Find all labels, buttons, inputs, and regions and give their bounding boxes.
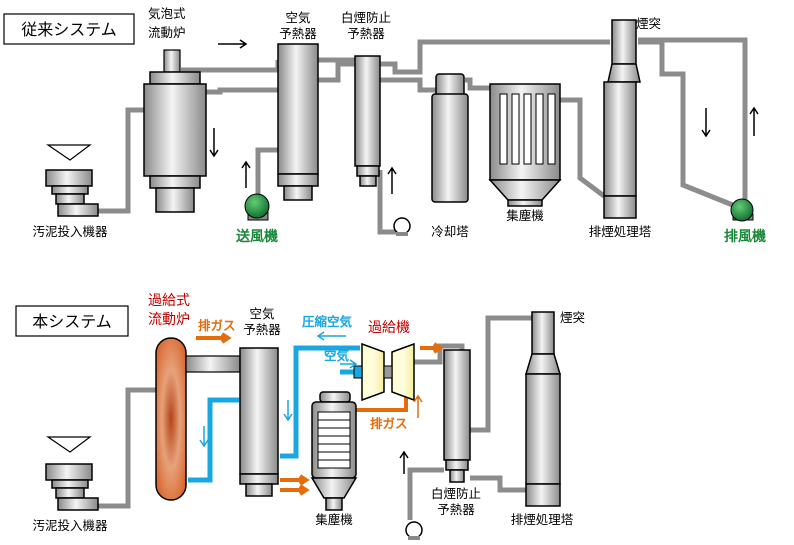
conv-cooling-label: 冷却塔 [431, 224, 469, 239]
conv-plume-preheater [354, 55, 381, 187]
conv-airph-label-1: 空気 [285, 10, 310, 25]
new-scrubber [524, 311, 562, 507]
new-air-preheater [239, 347, 279, 497]
conventional-title-box [3, 13, 135, 45]
new-furnace-label-1: 過給式 [148, 293, 190, 309]
new-dust-label: 集塵機 [315, 512, 353, 527]
new-turbocharger-label: 過給機 [368, 320, 410, 336]
new-furnace [155, 337, 241, 501]
conv-sludge-feeder [45, 144, 99, 217]
conv-furnace-label-2: 流動炉 [148, 25, 186, 40]
conv-exhaust-fan [730, 198, 754, 222]
new-sludge-feeder [45, 436, 99, 511]
new-airph-label-2: 予熱器 [243, 322, 281, 337]
new-exhaust-gas-label-2: 排ガス [370, 416, 408, 431]
conv-flow-arrows [209, 39, 759, 194]
conv-chimney-label: 煙突 [636, 16, 661, 31]
conv-plumeph-label-2: 予熱器 [347, 26, 385, 41]
new-plumeph-label-1: 白煙防止 [431, 486, 481, 501]
new-feeder-label: 汚泥投入機器 [32, 518, 108, 533]
new-airph-label-1: 空気 [249, 306, 274, 321]
new-small-fan [405, 521, 423, 540]
conv-blower-label: 送風機 [235, 228, 278, 245]
new-air-label: 空気 [324, 348, 350, 363]
conv-furnace [143, 49, 207, 213]
conv-small-fan [393, 217, 411, 236]
new-furnace-label-2: 流動炉 [148, 312, 190, 328]
conv-feeder-label: 汚泥投入機器 [32, 224, 108, 239]
new-flow-arrows [199, 331, 423, 474]
new-plumeph-label-2: 予熱器 [437, 502, 475, 517]
new-exhaust-gas-label-1: 排ガス [198, 318, 236, 333]
conventional-title: 従来システム [21, 20, 117, 39]
new-system: 本システム [15, 293, 585, 540]
conv-exhaust-fan-label: 排風機 [724, 228, 766, 245]
conv-scrubber-label: 排煙処理塔 [589, 224, 652, 239]
new-turbocharger [353, 342, 415, 402]
conv-airph-label-2: 予熱器 [279, 26, 317, 41]
conv-furnace-label-1: 気泡式 [148, 6, 186, 21]
conv-scrubber [603, 19, 641, 219]
new-dust-collector [310, 391, 358, 511]
conv-dust-label: 集塵機 [506, 208, 544, 223]
conv-plumeph-label-1: 白煙防止 [341, 10, 391, 25]
new-scrubber-label: 排煙処理塔 [511, 512, 574, 527]
new-compressed-air-label: 圧縮空気 [302, 314, 353, 329]
conv-blower [244, 193, 270, 221]
conventional-system: 従来システム [3, 6, 766, 245]
new-chimney-label: 煙突 [560, 310, 585, 325]
conv-cooling-tower [431, 73, 469, 203]
conv-dust-collector [488, 83, 562, 207]
conv-air-preheater [277, 43, 319, 201]
new-title-box [15, 305, 129, 337]
new-plume-preheater [443, 349, 471, 483]
new-title: 本システム [32, 312, 112, 331]
